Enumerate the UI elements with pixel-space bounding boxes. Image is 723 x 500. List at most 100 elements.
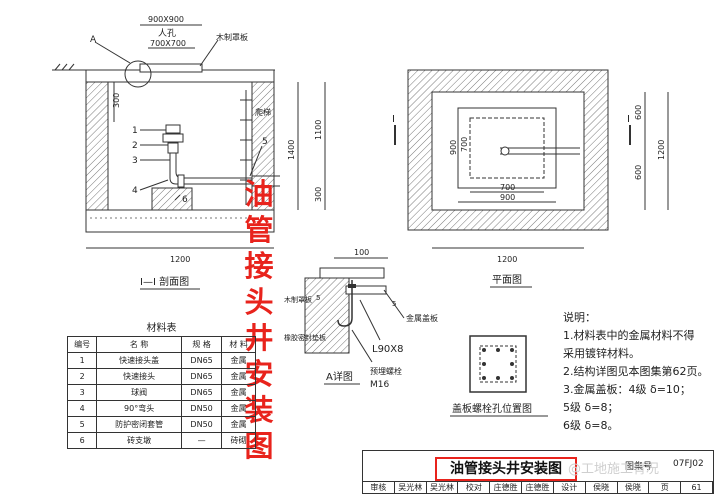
tb-cell: 审核 — [363, 482, 395, 494]
dim-900x900: 900X900 — [148, 15, 184, 24]
detail-bolt: 预埋螺栓 — [370, 366, 402, 376]
title-block-row: 审核 吴光林 吴光林 校对 庄德胜 庄德胜 设计 侯晓 侯晓 页 61 — [363, 481, 713, 494]
header-spec: 规 格 — [180, 336, 223, 353]
cell: DN65 — [180, 368, 223, 385]
detail-angle: L90X8 — [372, 344, 404, 355]
dim-1400: 1400 — [287, 140, 296, 160]
cell: 砖支墩 — [96, 432, 182, 449]
detail-metal-cover: 金属盖板 — [406, 313, 438, 323]
step-label: 爬梯 — [255, 107, 271, 117]
cell: 快速接头盖 — [96, 352, 182, 369]
table-row: 2 快速接头 DN65 金属 — [66, 368, 256, 385]
note-line: 采用镀锌材料。 — [563, 347, 640, 360]
plan-dim-600-bottom: 600 — [634, 165, 643, 180]
tb-cell: 设计 — [554, 482, 586, 494]
detail-dim-100: 100 — [354, 248, 369, 257]
header-material: 材 料 — [221, 336, 256, 353]
cell: 2 — [66, 368, 98, 385]
tb-cell: 庄德胜 — [522, 482, 554, 494]
cell: 4 — [66, 400, 98, 417]
label-a: A — [90, 35, 97, 45]
title-block: 油管接头井安装图 图集号 07FJ02 审核 吴光林 吴光林 校对 庄德胜 庄德… — [362, 450, 714, 494]
tb-cell: 页 — [649, 482, 682, 494]
cell: 金属 — [221, 384, 256, 401]
ladder — [240, 90, 252, 205]
cell: 球阀 — [96, 384, 182, 401]
cell: DN50 — [180, 416, 223, 433]
cell: 金属 — [221, 400, 256, 417]
watermark: @工地施工青况 — [568, 462, 660, 477]
dim-300-top: 300 — [112, 93, 121, 108]
section-caption: I—I 剖面图 — [140, 275, 189, 288]
cell: DN65 — [180, 352, 223, 369]
notes: 说明： 1.材料表中的金属材料不得 采用镀锌材料。 2.结构详图见本图集第62页… — [563, 309, 709, 435]
vtitle-char-3: 接 — [244, 249, 274, 283]
detail-bolt-size: M16 — [370, 380, 389, 390]
ground-hatch — [54, 63, 61, 71]
plan-dim-1200-v: 1200 — [657, 140, 666, 160]
note-line: 1.材料表中的金属材料不得 — [563, 329, 695, 342]
tb-cell: 庄德胜 — [490, 482, 523, 494]
plan-section-mark-left: I — [392, 114, 395, 125]
vtitle-char-2: 管 — [244, 213, 274, 247]
cell: 砖砌 — [221, 432, 256, 449]
table-row: 5 防护密闭套管 DN50 金属 — [66, 416, 256, 433]
plan-dim-600-top: 600 — [634, 105, 643, 120]
table-row: 4 90°弯头 DN50 金属 — [66, 400, 256, 417]
cell: 金属 — [221, 368, 256, 385]
note-line: 5级 δ=8； — [563, 401, 619, 414]
plan-dim-700-v: 700 — [460, 137, 469, 152]
wood-cover-label: 木制罩板 — [216, 32, 248, 42]
detail-dim-5-left: 5 — [316, 294, 320, 302]
callout-2: 2 — [132, 141, 138, 151]
materials-header-row: 编号 名 称 规 格 材 料 — [66, 336, 256, 353]
cell: DN50 — [180, 400, 223, 417]
detail-wood-cover: 木制罩板 — [284, 295, 312, 304]
detail-caption: A详图 — [326, 370, 353, 383]
dim-300-bottom: 300 — [314, 187, 323, 202]
cell: 金属 — [221, 352, 256, 369]
materials-table: 编号 名 称 规 格 材 料 1 快速接头盖 DN65 金属 2 快速接头 DN… — [66, 336, 256, 449]
tb-cell: 侯晓 — [586, 482, 618, 494]
dim-1200-section: 1200 — [170, 255, 190, 264]
cell: 金属 — [221, 416, 256, 433]
tb-cell: 61 — [681, 482, 713, 494]
atlas-number: 07FJ02 — [673, 459, 704, 469]
note-line: 3.金属盖板：4级 δ=10； — [563, 383, 691, 396]
callout-3: 3 — [132, 156, 138, 166]
table-row: 1 快速接头盖 DN65 金属 — [66, 352, 256, 369]
cell: 防护密闭套管 — [96, 416, 182, 433]
cell: 1 — [66, 352, 98, 369]
atlas-label: 图集号 — [625, 462, 653, 472]
note-line: 2.结构详图见本图集第62页。 — [563, 365, 709, 378]
detail-gasket: 橡胶密封垫板 — [284, 333, 326, 342]
title-block-title: 油管接头井安装图 — [435, 457, 577, 481]
tb-cell: 校对 — [458, 482, 491, 494]
dim-700x700: 700X700 — [150, 39, 186, 48]
bolt-plan-outer — [469, 335, 527, 393]
plan-dim-1200-h: 1200 — [497, 255, 517, 264]
bolt-hook — [337, 280, 353, 327]
tb-cell: 吴光林 — [427, 482, 459, 494]
plan-section-mark-right: I — [627, 114, 630, 125]
dim-1100: 1100 — [314, 120, 323, 140]
cell: 快速接头 — [96, 368, 182, 385]
table-row: 6 砖支墩 — 砖砌 — [66, 432, 256, 449]
callout-6: 6 — [182, 195, 188, 205]
callout-4: 4 — [132, 186, 138, 196]
cell: 90°弯头 — [96, 400, 182, 417]
manhole-cover — [139, 63, 203, 73]
tb-cell: 侯晓 — [618, 482, 650, 494]
cell: 3 — [66, 384, 98, 401]
tb-cell: 吴光林 — [395, 482, 427, 494]
header-no: 编号 — [66, 336, 98, 353]
cell: DN65 — [180, 384, 223, 401]
callout-1: 1 — [132, 126, 138, 136]
plan-dim-900-v: 900 — [449, 140, 458, 155]
plan-dim-700-h: 700 — [500, 183, 515, 192]
cell: 5 — [66, 416, 98, 433]
